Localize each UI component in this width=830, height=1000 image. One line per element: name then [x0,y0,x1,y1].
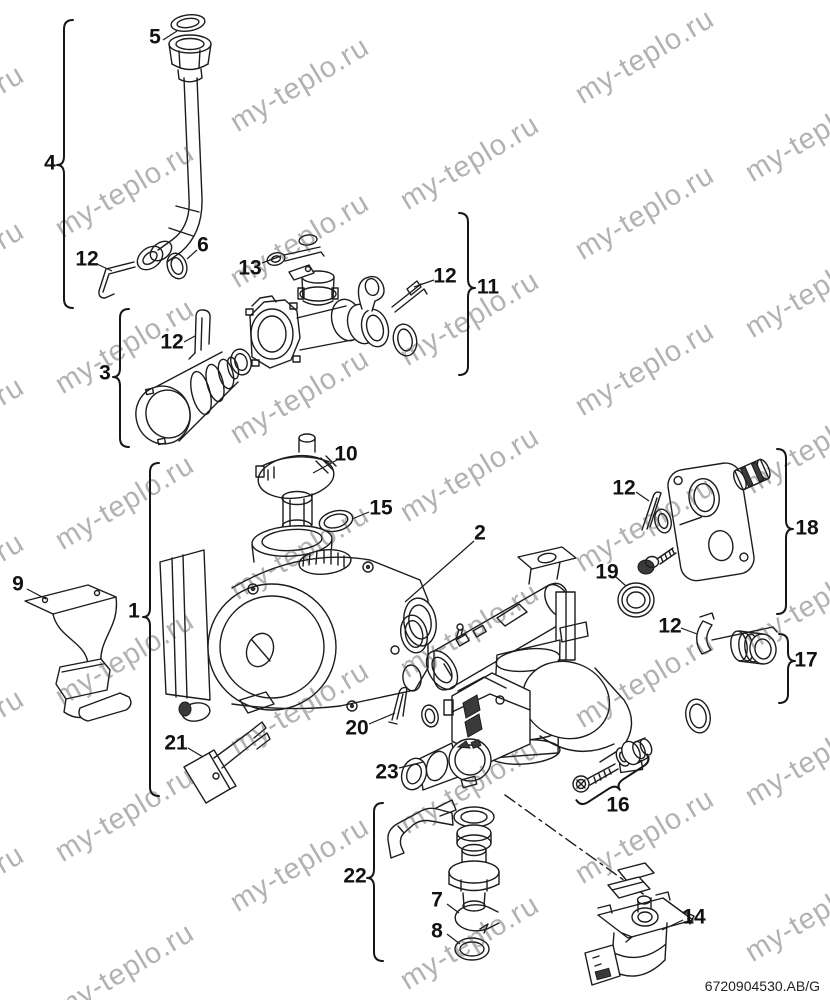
part-callout-6: 6 [197,233,209,257]
part-23-flow-sensor [400,738,492,791]
brace-layer [56,19,796,962]
part-12-clip-a [98,261,136,299]
joint-oring [399,614,429,654]
part-callout-18: 18 [795,516,819,540]
part-5-washer-nut [168,14,212,83]
part-11-three-way-valve [245,264,418,369]
part-callout-12: 12 [75,247,99,271]
part-callout-13: 13 [238,256,262,280]
part-17-plug [685,612,778,734]
part-9-bracket [24,584,132,722]
part-18-valve-plate [637,458,771,582]
part-callout-16: 16 [606,793,630,817]
part-callout-20: 20 [345,716,369,740]
part-callout-9: 9 [12,572,24,596]
part-16-screw-fitting [572,737,653,793]
part-15-oring [318,509,354,533]
part-callout-10: 10 [334,442,358,466]
brace-16 [575,753,650,806]
brace-17 [778,633,796,704]
part-4-pipe [136,77,203,271]
part-19-grommet [617,582,655,618]
part-3-actuator-motor [135,348,252,446]
part-callout-11: 11 [476,275,500,299]
assembly-axis-line [504,794,647,897]
part-callout-5: 5 [149,25,161,49]
part-callout-22: 22 [343,864,367,888]
part-20-clip [388,686,439,728]
part-callout-2: 2 [474,521,486,545]
part-callout-17: 17 [794,648,818,672]
part-callout-7: 7 [431,888,443,912]
drawing-number: 6720904530.AB/G [704,978,820,994]
brace-18 [776,448,794,615]
part-22-adapter-group [387,799,500,961]
brace-4 [56,19,74,309]
part-10-air-vent [255,433,337,533]
part-callout-8: 8 [431,919,443,943]
part-12-clip-b [188,309,211,360]
part-callout-21: 21 [164,731,188,755]
part-1-pump [159,525,437,722]
part-callout-23: 23 [375,760,399,784]
leader-lines [26,30,698,945]
part-6-oring [166,252,188,280]
part-callout-3: 3 [99,361,111,385]
part-21-fork-lever [183,721,271,804]
part-callout-19: 19 [595,560,619,584]
part-12-clip-c [391,280,428,313]
part-callout-12: 12 [160,330,184,354]
brace-3 [112,308,130,448]
brace-11 [458,212,476,376]
part-13-clip [266,234,325,266]
part-callout-12: 12 [612,476,636,500]
part-callout-15: 15 [369,496,393,520]
part-14-solenoid [584,862,695,986]
part-callout-14: 14 [682,905,706,929]
brace-1 [142,462,160,797]
part-callout-4: 4 [44,151,56,175]
part-callout-12: 12 [658,614,682,638]
part-callout-12: 12 [433,264,457,288]
brace-22 [366,802,384,962]
part-callout-1: 1 [128,599,140,623]
